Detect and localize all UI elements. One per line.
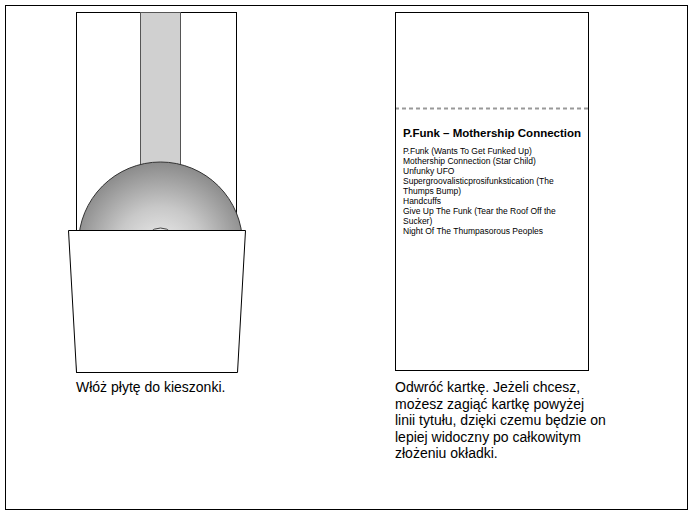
outer-frame [6,6,688,510]
track-name: Mothership Connection (Star Child) [403,156,584,166]
album-title: P.Funk – Mothership Connection [403,126,584,140]
fold-line [395,108,588,110]
booklet-card: P.Funk – Mothership ConnectionP.Funk (Wa… [395,12,589,371]
track-name: Unfunky UFO [403,166,584,176]
pocket [69,231,246,373]
instruction-caption: Odwróć kartkę. Jeżeli chcesz, możesz zag… [395,379,607,462]
track-name: Night Of The Thumpasorous Peoples [403,226,584,236]
instruction-caption: Włóż płytę do kieszonki. [76,379,286,396]
track-name: Give Up The Funk (Tear the Roof Off the … [403,206,584,226]
track-name: P.Funk (Wants To Get Funked Up) [403,146,584,156]
track-name: Supergroovalisticprosifunkstication (The… [403,176,584,196]
track-name: Handcuffs [403,196,584,206]
